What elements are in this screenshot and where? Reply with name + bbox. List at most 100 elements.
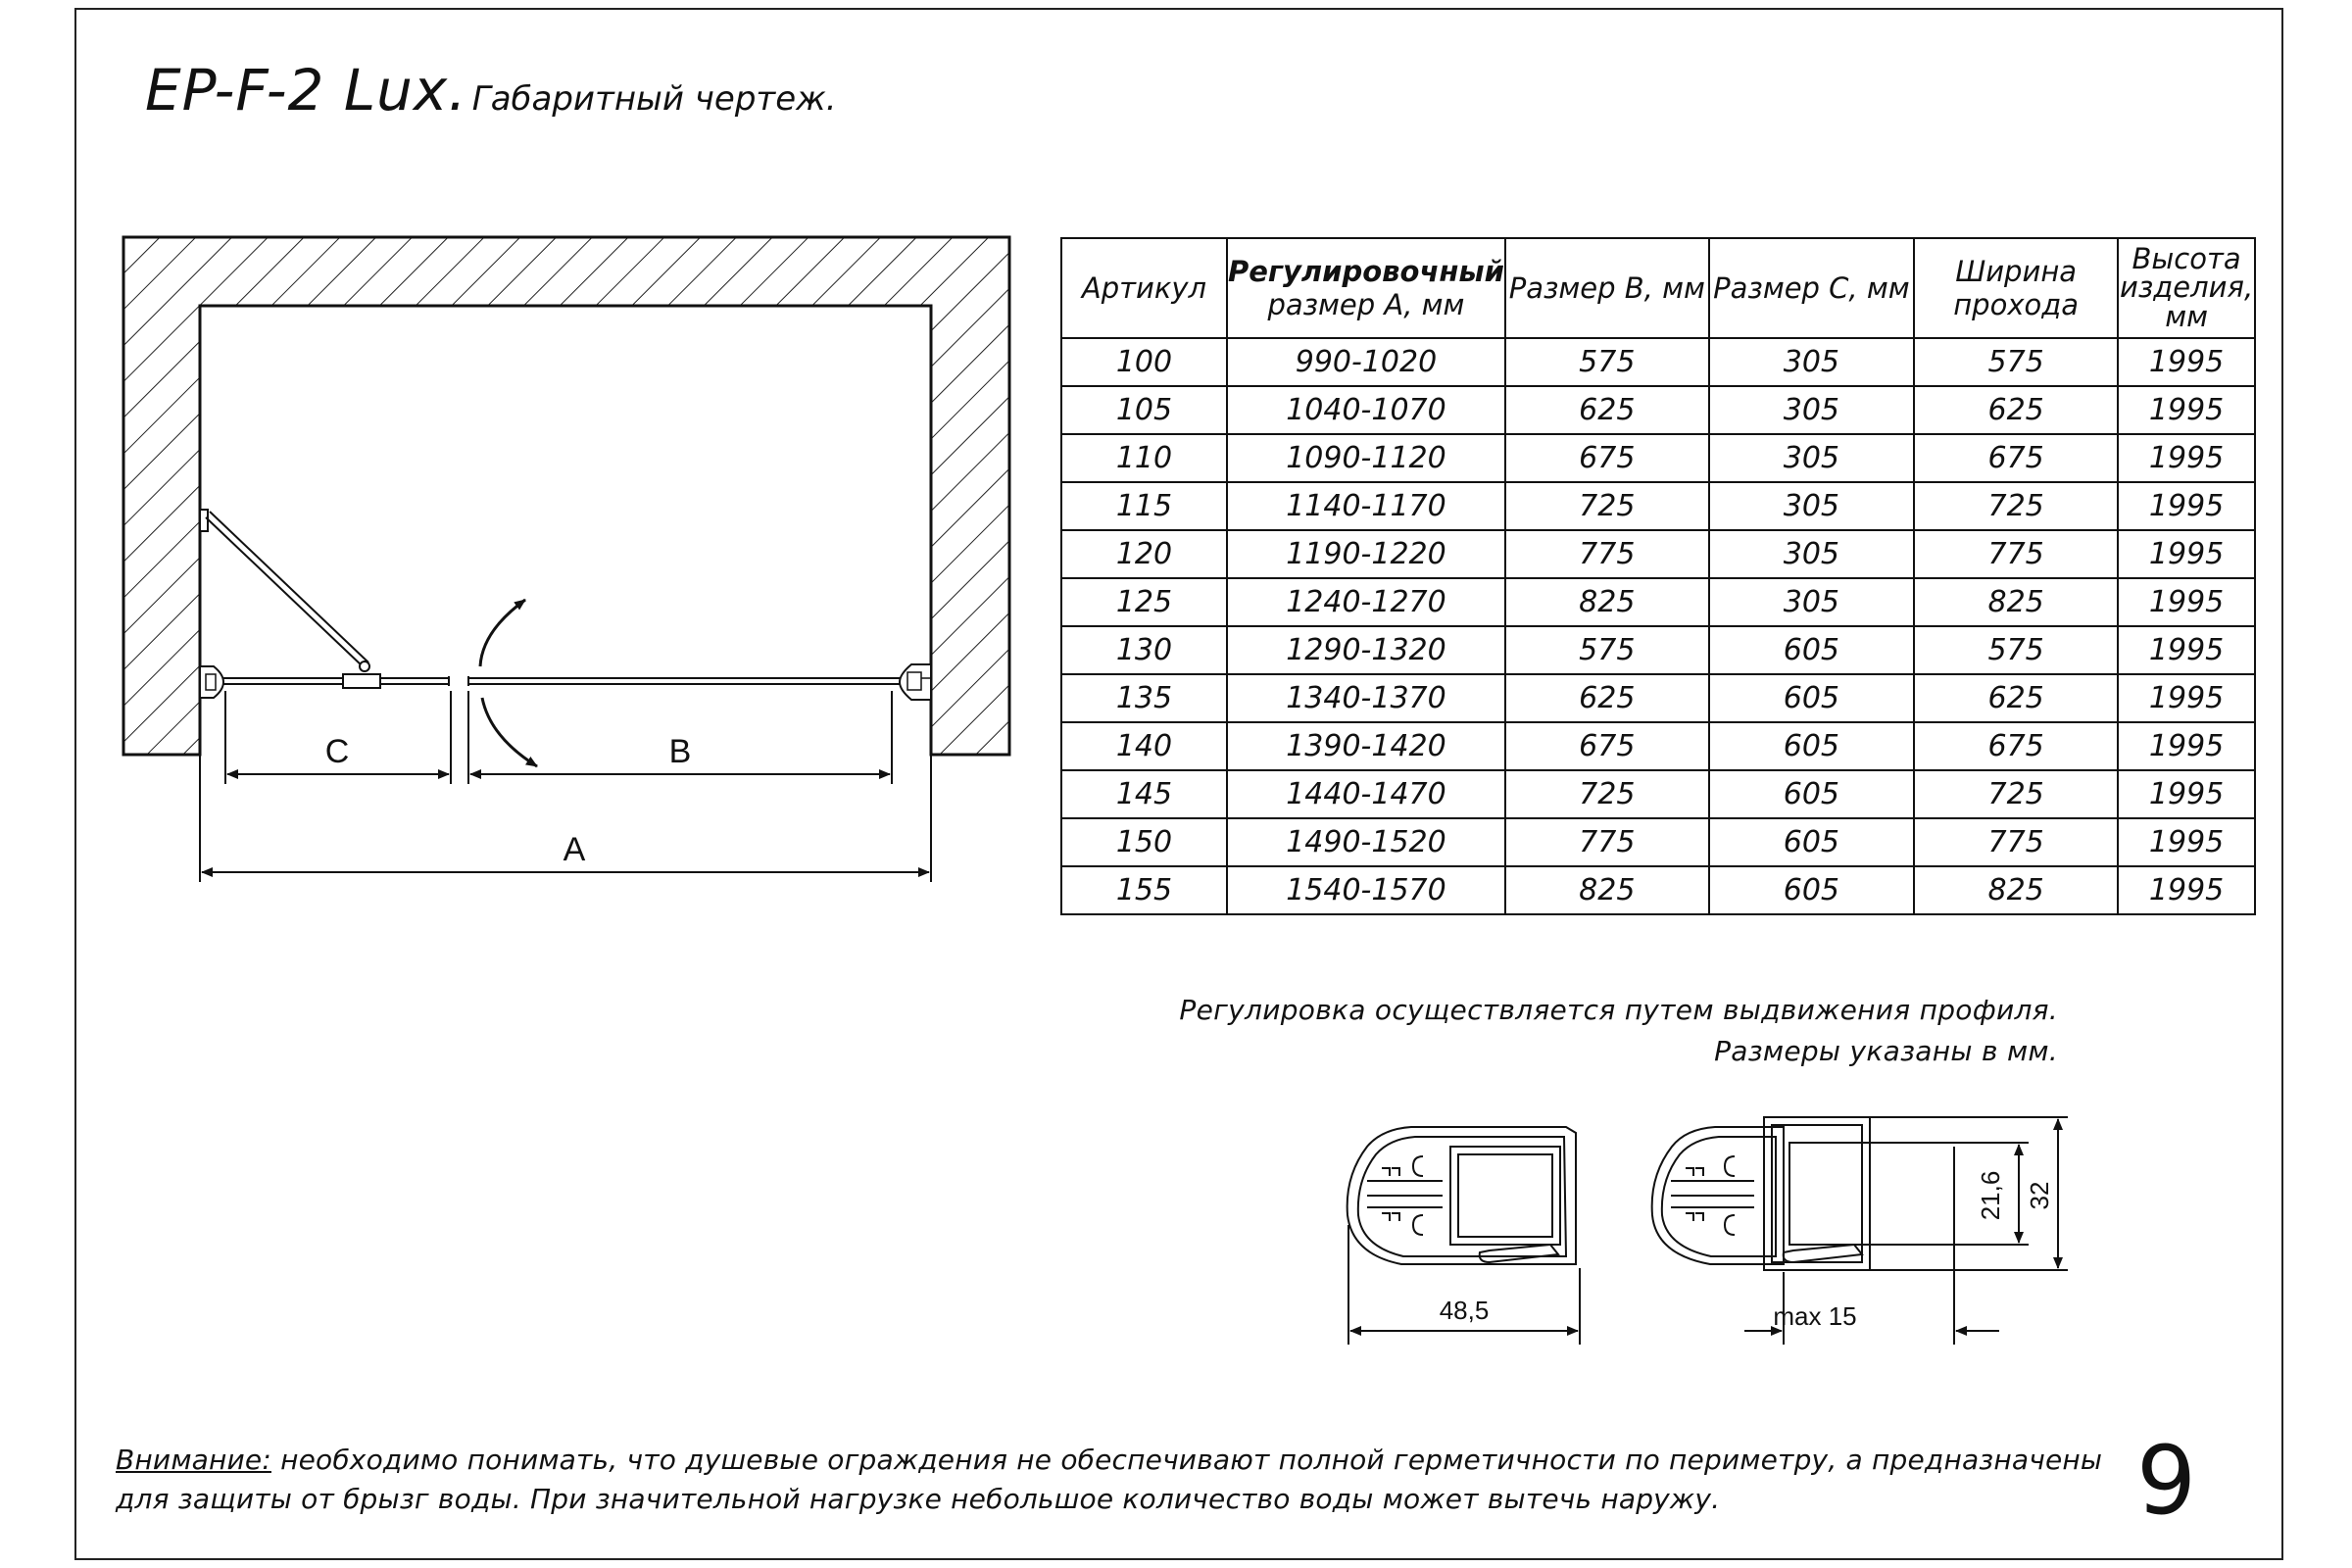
page-title: EP-F-2 Lux. Габаритный чертеж. (145, 57, 837, 123)
cell-adjustment: 1340-1370 (1225, 673, 1506, 723)
header-passage-width-2: прохода (1953, 288, 2080, 321)
cell-height: 1995 (2117, 721, 2256, 771)
cell-size-b: 725 (1503, 481, 1710, 531)
cell-size-b: 825 (1503, 865, 1710, 915)
cell-article: 130 (1060, 625, 1228, 675)
cell-passage-width: 625 (1913, 673, 2120, 723)
right-wall-profile (898, 663, 932, 701)
warning-text-line1: необходимо понимать, что душевые огражде… (270, 1444, 2103, 1476)
page-frame (74, 8, 2283, 1560)
cell-size-b: 775 (1503, 817, 1710, 867)
profile-width-label: 48,5 (1440, 1296, 1490, 1325)
cell-size-b: 775 (1503, 529, 1710, 579)
drawing-subtitle: Габаритный чертеж. (471, 79, 837, 119)
cell-article: 110 (1060, 433, 1228, 483)
adjustment-note-line2: Размеры указаны в мм. (1714, 1035, 2058, 1067)
cell-height: 1995 (2117, 817, 2256, 867)
cell-size-c: 605 (1707, 865, 1916, 915)
cell-adjustment: 1090-1120 (1225, 433, 1506, 483)
cell-passage-width: 775 (1913, 817, 2120, 867)
header-passage-width: Ширина прохода (1913, 237, 2120, 339)
cell-article: 150 (1060, 817, 1228, 867)
cell-height: 1995 (2117, 385, 2256, 435)
cell-size-c: 305 (1707, 481, 1916, 531)
cell-size-b: 725 (1503, 769, 1710, 819)
extension-lines (199, 691, 932, 882)
cell-size-b: 825 (1503, 577, 1710, 627)
cell-height: 1995 (2117, 529, 2256, 579)
cell-size-c: 605 (1707, 721, 1916, 771)
profile-section-closed (1346, 1126, 1577, 1265)
cell-adjustment: 1290-1320 (1225, 625, 1506, 675)
cell-height: 1995 (2117, 625, 2256, 675)
profile-section-extended (1650, 1116, 1871, 1271)
cell-adjustment: 1390-1420 (1225, 721, 1506, 771)
cell-passage-width: 725 (1913, 769, 2120, 819)
cell-article: 115 (1060, 481, 1228, 531)
cell-size-c: 605 (1707, 817, 1916, 867)
cell-size-b: 675 (1503, 721, 1710, 771)
header-adjustment: Регулировочный размер А, мм (1225, 237, 1506, 339)
cell-passage-width: 825 (1913, 865, 2120, 915)
wall-hatch (122, 235, 1011, 757)
fixed-glass-panel (223, 673, 450, 689)
table-header-row: Артикул Регулировочный размер А, мм Разм… (1060, 237, 2256, 339)
profile-width-dimension (1348, 1225, 1581, 1345)
cell-height: 1995 (2117, 577, 2256, 627)
cell-article: 125 (1060, 577, 1228, 627)
cell-adjustment: 990-1020 (1225, 337, 1506, 387)
cell-height: 1995 (2117, 481, 2256, 531)
stabilizer-bar (199, 509, 370, 672)
header-passage-width-1: Ширина (1955, 254, 2078, 288)
cell-article: 145 (1060, 769, 1228, 819)
profile-outer-height-label: 32 (2025, 1182, 2054, 1210)
cell-adjustment: 1490-1520 (1225, 817, 1506, 867)
profile-max-label: max 15 (1773, 1301, 1856, 1331)
cell-height: 1995 (2117, 433, 2256, 483)
cell-size-c: 305 (1707, 529, 1916, 579)
cell-size-c: 605 (1707, 769, 1916, 819)
adjustment-note: Регулировка осуществляется путем выдвиже… (1179, 990, 2058, 1072)
cell-passage-width: 675 (1913, 721, 2120, 771)
cell-size-c: 305 (1707, 337, 1916, 387)
cell-article: 140 (1060, 721, 1228, 771)
cell-size-b: 625 (1503, 673, 1710, 723)
cell-passage-width: 725 (1913, 481, 2120, 531)
page-number: 9 (2136, 1426, 2197, 1536)
header-adjustment-bold: Регулировочный (1227, 254, 1504, 288)
cell-adjustment: 1140-1170 (1225, 481, 1506, 531)
dimension-a: A (201, 831, 930, 877)
adjustment-note-line1: Регулировка осуществляется путем выдвиже… (1179, 994, 2058, 1026)
cell-passage-width: 575 (1913, 625, 2120, 675)
header-height: Высота изделия, мм (2117, 237, 2256, 339)
cell-passage-width: 575 (1913, 337, 2120, 387)
cell-article: 105 (1060, 385, 1228, 435)
header-height-2: изделия, (2119, 270, 2254, 305)
header-article: Артикул (1060, 237, 1228, 339)
door-glass-panel (467, 676, 902, 686)
door-swing-arrow (478, 598, 538, 768)
cell-article: 135 (1060, 673, 1228, 723)
header-adjustment-rest: размер А, мм (1267, 288, 1465, 321)
cell-size-c: 605 (1707, 625, 1916, 675)
header-size-b: Размер В, мм (1503, 237, 1710, 339)
dimension-c-label: C (325, 733, 350, 770)
cell-article: 155 (1060, 865, 1228, 915)
cell-passage-width: 775 (1913, 529, 2120, 579)
cell-size-b: 575 (1503, 625, 1710, 675)
cell-height: 1995 (2117, 337, 2256, 387)
cell-passage-width: 675 (1913, 433, 2120, 483)
header-height-1: Высота (2132, 241, 2241, 275)
cell-size-c: 305 (1707, 433, 1916, 483)
cell-height: 1995 (2117, 673, 2256, 723)
